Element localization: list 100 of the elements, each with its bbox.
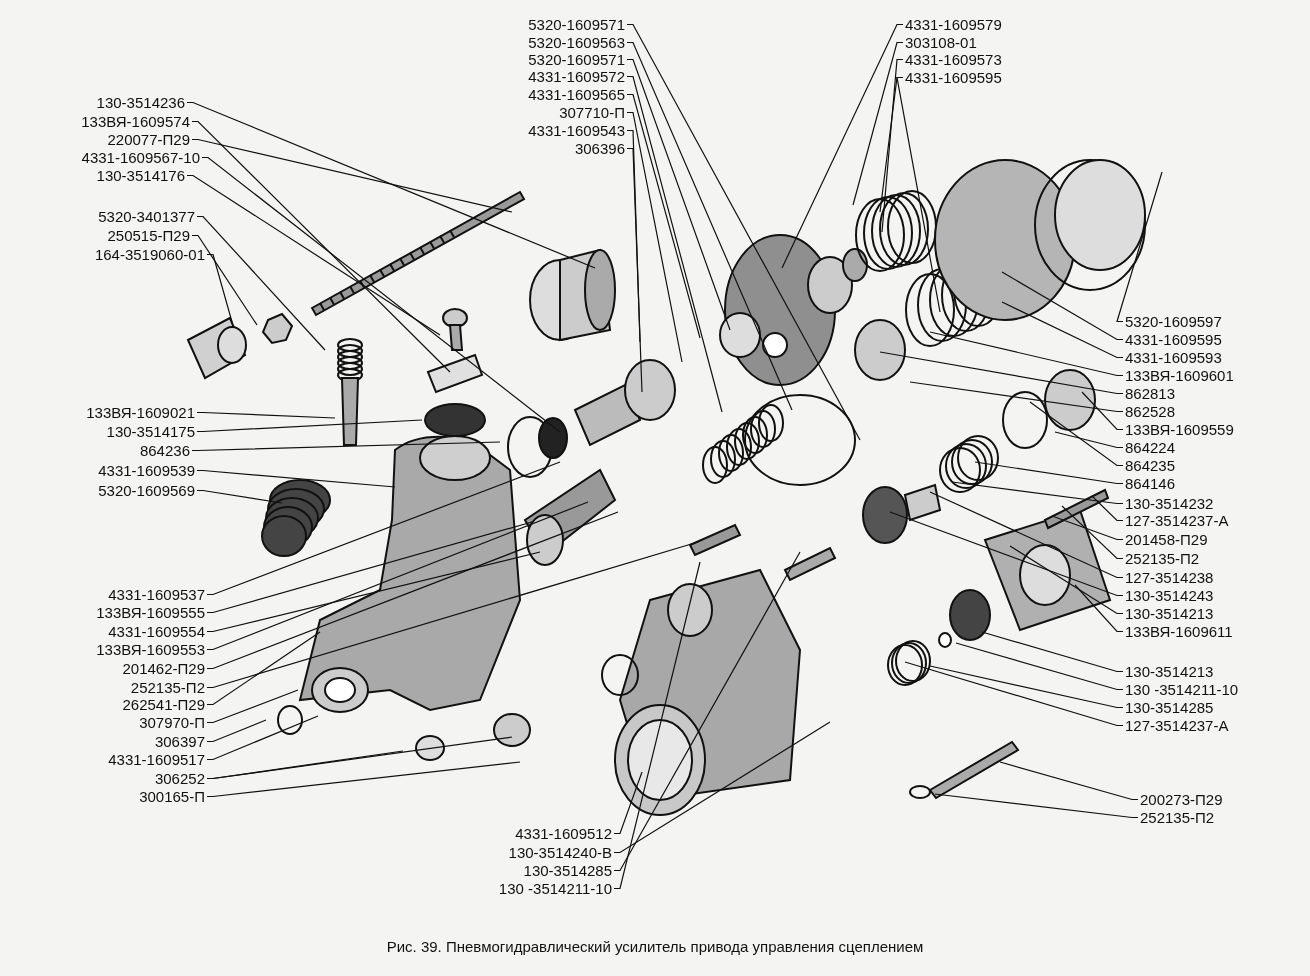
part-number: 4331-1609565 bbox=[528, 86, 625, 103]
part-number: 252135-П2 bbox=[1140, 809, 1215, 826]
part-number: 5320-3401377 bbox=[98, 208, 195, 225]
part-number: 864146 bbox=[1125, 475, 1176, 492]
leader-line bbox=[186, 174, 441, 336]
leader-line bbox=[955, 642, 1124, 691]
leader-line bbox=[1074, 584, 1124, 633]
part-number: 862528 bbox=[1125, 403, 1176, 420]
leader-line bbox=[206, 521, 533, 614]
leader-line bbox=[206, 689, 299, 724]
leader-line bbox=[626, 23, 861, 441]
part-number: 130-3514285 bbox=[1125, 699, 1214, 716]
leader-line bbox=[206, 461, 561, 596]
part-number: 307710-П bbox=[559, 104, 625, 121]
leader-line bbox=[626, 58, 731, 331]
part-number: 307970-П bbox=[139, 714, 205, 731]
leader-line bbox=[206, 511, 619, 670]
part-number: 306396 bbox=[574, 140, 625, 157]
part-number: 4331-1609593 bbox=[1125, 349, 1222, 366]
part-number: 130-3514243 bbox=[1125, 587, 1214, 604]
leader-line bbox=[974, 461, 1124, 485]
part-number: 130-3514175 bbox=[106, 423, 195, 440]
part-number: 220077-П29 bbox=[107, 131, 190, 148]
leader-line bbox=[206, 736, 513, 780]
part-number: 133ВЯ-1609574 bbox=[81, 113, 190, 130]
part-number: 862813 bbox=[1125, 385, 1176, 402]
leader-line bbox=[196, 411, 336, 419]
part-number: 864235 bbox=[1125, 457, 1176, 474]
part-number: 130 -3514211-10 bbox=[1125, 681, 1239, 698]
part-number: 4331-1609579 bbox=[905, 16, 1002, 33]
part-number: 201458-П29 bbox=[1125, 531, 1208, 548]
leader-line bbox=[999, 761, 1139, 801]
leader-line bbox=[1054, 431, 1124, 449]
part-number: 4331-1609595 bbox=[905, 69, 1002, 86]
leader-line bbox=[981, 631, 1124, 673]
leader-line bbox=[613, 561, 701, 890]
part-number: 4331-1609572 bbox=[528, 68, 625, 85]
leader-line bbox=[613, 771, 643, 835]
leader-line bbox=[1116, 171, 1163, 323]
leader-line bbox=[889, 511, 1124, 597]
leader-line bbox=[934, 793, 1139, 819]
part-number: 127-3514237-А bbox=[1125, 717, 1229, 734]
leader-line bbox=[626, 93, 701, 339]
leader-line bbox=[781, 23, 904, 269]
leader-line bbox=[626, 41, 793, 411]
leader-line bbox=[1061, 505, 1124, 560]
leader-line bbox=[206, 715, 319, 761]
part-number: 164-3519060-01 bbox=[94, 246, 205, 263]
leader-line bbox=[206, 631, 321, 706]
leader-line bbox=[206, 541, 699, 689]
part-number: 303108-01 bbox=[905, 34, 977, 51]
leader-line bbox=[196, 489, 283, 504]
leader-line bbox=[626, 75, 723, 413]
part-number: 133ВЯ-1609555 bbox=[96, 604, 205, 621]
part-number: 300165-П bbox=[139, 788, 205, 805]
leader-line bbox=[206, 719, 267, 743]
leader-line bbox=[929, 331, 1124, 377]
leader-line bbox=[1051, 515, 1124, 541]
part-number: 200273-П29 bbox=[1140, 791, 1223, 808]
part-number: 4331-1609595 bbox=[1125, 331, 1222, 348]
figure-caption: Рис. 39. Пневмогидравлический усилитель привода управления сцеплением bbox=[385, 938, 925, 955]
leader-line bbox=[196, 215, 326, 351]
part-number: 133ВЯ-1609601 bbox=[1125, 367, 1234, 384]
leader-line bbox=[881, 58, 904, 233]
part-number: 5320-1609571 bbox=[528, 51, 625, 68]
leader-line bbox=[904, 661, 1124, 727]
part-number: 130-3514232 bbox=[1125, 495, 1214, 512]
part-number: 133ВЯ-1609021 bbox=[86, 404, 195, 421]
leader-line bbox=[1001, 271, 1124, 341]
part-number: 864224 bbox=[1125, 439, 1176, 456]
leader-line bbox=[1009, 545, 1124, 615]
leader-line bbox=[909, 381, 1124, 413]
leader-line bbox=[191, 441, 501, 452]
part-number: 201462-П29 bbox=[122, 660, 205, 677]
leader-line bbox=[1091, 495, 1124, 522]
leader-line bbox=[1081, 391, 1124, 431]
leader-line bbox=[206, 501, 589, 651]
leader-line bbox=[1029, 401, 1124, 467]
leader-line bbox=[626, 111, 683, 363]
leader-line bbox=[896, 76, 941, 313]
part-number: 130-3514285 bbox=[523, 862, 612, 879]
leader-line bbox=[613, 721, 831, 854]
part-number: 4331-1609539 bbox=[98, 462, 195, 479]
part-number: 130-3514213 bbox=[1125, 605, 1214, 622]
part-number: 130-3514213 bbox=[1125, 663, 1214, 680]
part-number: 864236 bbox=[139, 442, 190, 459]
part-number: 130-3514176 bbox=[96, 167, 185, 184]
leader-line bbox=[613, 551, 801, 872]
part-number: 250515-П29 bbox=[107, 227, 190, 244]
part-number: 4331-1609573 bbox=[905, 51, 1002, 68]
part-number: 4331-1609512 bbox=[515, 825, 612, 842]
leader-line bbox=[196, 419, 423, 433]
leader-line bbox=[1001, 301, 1124, 359]
part-number: 252135-П2 bbox=[130, 679, 205, 696]
part-number: 5320-1609563 bbox=[528, 34, 625, 51]
part-number: 4331-1609554 bbox=[108, 623, 205, 640]
leader-line bbox=[186, 101, 596, 269]
part-number: 133ВЯ-1609559 bbox=[1125, 421, 1234, 438]
leader-line bbox=[852, 41, 904, 206]
leader-line bbox=[929, 491, 1124, 579]
